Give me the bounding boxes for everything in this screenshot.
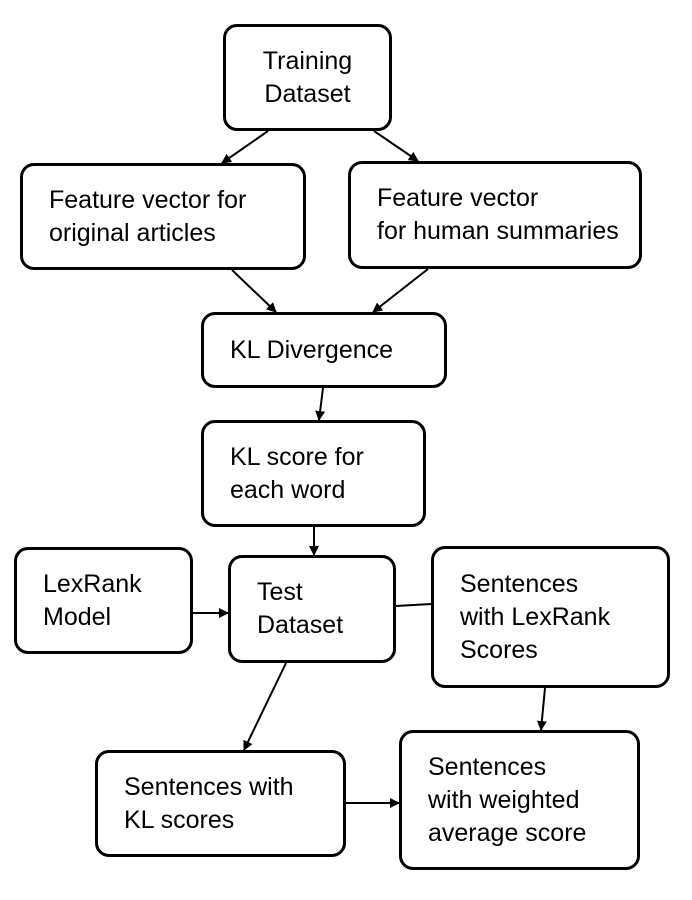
node-label-line: Dataset <box>257 611 344 639</box>
edge-test-to-sent-lex <box>395 603 432 607</box>
node-sentences-weighted-average: Sentences with weighted average score <box>399 730 640 870</box>
node-label-line: Model <box>43 602 112 631</box>
edge-training-to-fv-orig <box>221 130 269 164</box>
node-training-dataset: Training Dataset <box>223 24 392 131</box>
node-label-line: with weighted <box>428 785 580 814</box>
node-label-line: Test <box>257 578 303 606</box>
node-label-line: average score <box>428 818 587 847</box>
node-label-line: Training <box>262 46 353 75</box>
node-label-line: with LexRank <box>460 602 611 631</box>
edge-training-to-fv-human <box>373 130 419 162</box>
node-sentences-lexrank: Sentences with LexRank Scores <box>431 546 670 688</box>
edge-kl-div-to-kl-score <box>315 387 326 421</box>
node-label-line: KL Divergence <box>230 335 394 364</box>
node-label-line: Sentences with <box>124 772 294 801</box>
node-label-line: Feature vector <box>377 184 539 212</box>
node-label-line: KL score for <box>230 442 364 471</box>
node-label-line: original articles <box>49 218 216 247</box>
edge-fv-orig-to-kl-div <box>231 269 277 313</box>
node-feature-vector-original: Feature vector for original articles <box>20 163 306 270</box>
node-label-line: Feature vector for <box>49 185 247 214</box>
node-label-line: Scores <box>460 635 538 664</box>
node-label-line: each word <box>230 475 346 504</box>
node-label-line: KL scores <box>124 805 235 834</box>
node-label-line: LexRank <box>43 569 142 598</box>
node-feature-vector-human: Feature vector for human summaries <box>348 161 642 269</box>
node-kl-divergence: KL Divergence <box>201 312 447 388</box>
node-label-line: Dataset <box>264 79 351 108</box>
node-sentences-kl: Sentences with KL scores <box>95 750 346 857</box>
edge-sent-lex-to-sent-avg <box>536 687 547 731</box>
node-test-dataset: Test Dataset <box>228 555 396 663</box>
node-label-line: for human summaries <box>377 217 619 245</box>
node-lexrank-model: LexRank Model <box>14 547 193 654</box>
edge-fv-human-to-kl-div <box>372 268 429 313</box>
node-kl-score: KL score for each word <box>201 420 426 527</box>
edge-test-to-sent-kl <box>243 662 287 751</box>
node-label-line: Sentences <box>460 569 579 598</box>
node-label-line: Sentences <box>428 752 547 781</box>
